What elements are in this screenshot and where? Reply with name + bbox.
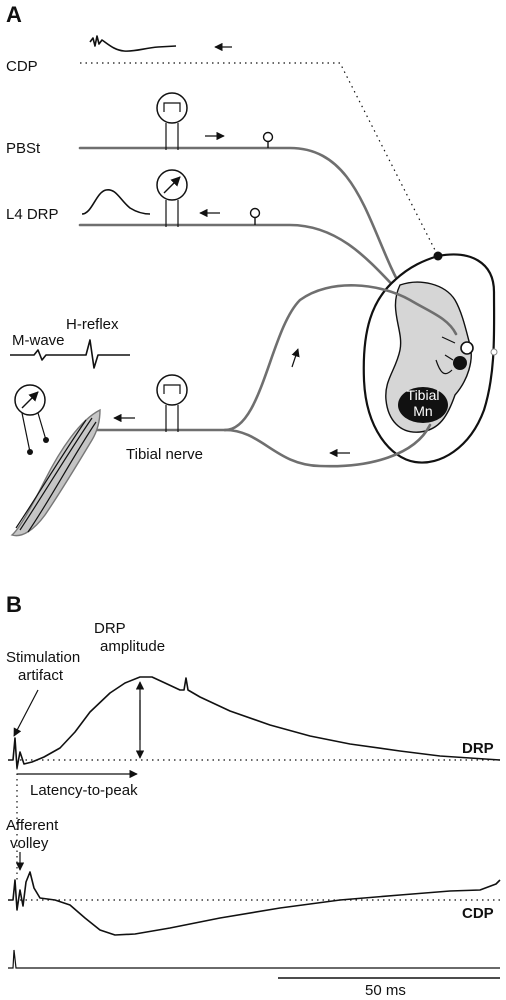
stim-artifact-pointer <box>13 689 39 737</box>
tibial-stimulator <box>156 374 188 432</box>
cdp-mini-trace <box>89 35 177 52</box>
drp-mini-trace <box>81 189 151 215</box>
drp-trace <box>8 676 501 769</box>
tibial-efferent-branch <box>223 423 432 468</box>
h-reflex-label: H-reflex <box>66 316 119 333</box>
tibial-mn-label-1: Tibial <box>407 387 440 403</box>
tibial-nerve-label: Tibial nerve <box>126 446 203 463</box>
stim-artifact-label-1: Stimulation <box>6 649 80 666</box>
drp-amplitude-label-2: amplitude <box>100 638 165 655</box>
drp-trace-label: DRP <box>462 740 494 757</box>
m-wave-label: M-wave <box>12 332 65 349</box>
panel-b-label: B <box>6 592 22 617</box>
afferent-volley-label-2: volley <box>10 835 49 852</box>
tibial-afferent-branch <box>223 284 458 432</box>
drp-synapse-icon <box>249 207 261 225</box>
afferent-volley-label-1: Afferent <box>6 817 59 834</box>
l4-drp-label: L4 DRP <box>6 206 59 223</box>
cdp-trace <box>8 871 501 936</box>
panel-a-label: A <box>6 2 22 27</box>
pbst-synapse-icon <box>262 131 274 148</box>
muscle-icon <box>10 384 101 537</box>
cdp-electrode-tip <box>433 251 443 261</box>
interneuron-open <box>460 341 474 355</box>
central-canal <box>490 348 498 356</box>
emg-trace <box>10 339 130 369</box>
tibial-mn <box>398 387 448 423</box>
pbst-stimulator <box>156 92 188 150</box>
drp-amplitude-label-1: DRP <box>94 620 126 637</box>
scale-bar-label: 50 ms <box>365 982 406 999</box>
stim-artifact-label-2: artifact <box>18 667 64 684</box>
cdp-trace-label: CDP <box>462 905 494 922</box>
spinal-cord-section: Tibial Mn <box>362 251 498 464</box>
latency-label: Latency-to-peak <box>30 782 138 799</box>
pbst-label: PBSt <box>6 140 41 157</box>
afferent-direction-arrow <box>291 348 300 368</box>
cdp-label: CDP <box>6 58 38 75</box>
cdp-electrode-line <box>80 62 439 257</box>
tibial-mn-label-2: Mn <box>413 403 432 419</box>
interneuron-filled <box>453 356 467 370</box>
drp-recording-electrode <box>156 169 188 227</box>
stim-marker-trace <box>8 949 500 969</box>
